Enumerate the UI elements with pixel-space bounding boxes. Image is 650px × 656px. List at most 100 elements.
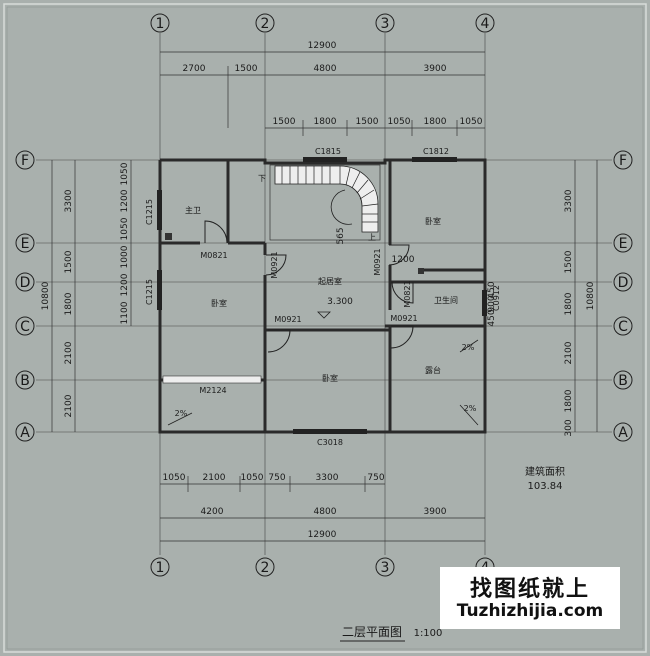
code-c0912: C0912 bbox=[492, 285, 501, 311]
dim-bot2-a: 4200 bbox=[201, 507, 224, 517]
axis-bottom-2: 2 bbox=[261, 560, 270, 576]
staircase bbox=[269, 164, 381, 241]
left-dimension-lines bbox=[51, 160, 132, 432]
axis-bubbles-left bbox=[15, 150, 35, 442]
stair-down-label: 下 bbox=[258, 174, 266, 183]
axis-top-2: 2 bbox=[261, 16, 270, 32]
axis-left-B: B bbox=[20, 373, 30, 389]
bottom-dimension-lines bbox=[160, 476, 485, 542]
axis-right-C: C bbox=[618, 319, 628, 335]
doors bbox=[204, 220, 414, 353]
dim-right-a: 3300 bbox=[564, 189, 574, 212]
watermark-banner: 找图纸就上 Tuzhizhijia.com bbox=[440, 567, 620, 629]
code-m0921-terrace: M0921 bbox=[390, 314, 417, 323]
drawing-inner-border bbox=[6, 6, 644, 650]
dim-top-2700: 2700 bbox=[183, 64, 206, 74]
dim-bot2-b: 4800 bbox=[314, 507, 337, 517]
dim-bot-total: 12900 bbox=[308, 530, 337, 540]
door-m0921-terrace bbox=[390, 325, 414, 349]
code-m0821: M0821 bbox=[200, 251, 227, 260]
dim-top3-e: 1800 bbox=[424, 117, 447, 127]
dim-right-inner-a: 450 bbox=[487, 281, 497, 298]
room-bedroom-left: 卧室 bbox=[211, 298, 227, 308]
code-m0921-right: M0921 bbox=[373, 248, 382, 275]
dim-left-inner-d: 1000 bbox=[120, 245, 130, 268]
bath-fixture-2 bbox=[418, 268, 424, 274]
right-dimension-lines bbox=[574, 160, 598, 432]
dim-bot1-f: 750 bbox=[367, 473, 384, 483]
exterior-walls bbox=[158, 158, 487, 434]
dim-bot1-b: 2100 bbox=[203, 473, 226, 483]
window-c1215-b bbox=[157, 270, 162, 310]
dim-left-total: 10800 bbox=[41, 281, 51, 310]
code-c1215-a: C1215 bbox=[145, 199, 154, 225]
dim-left-e: 2100 bbox=[64, 394, 74, 417]
slope-arrows bbox=[167, 339, 479, 426]
dim-left-c: 1800 bbox=[64, 292, 74, 315]
window-c1215-a bbox=[157, 190, 162, 230]
code-m2124: M2124 bbox=[199, 386, 226, 395]
code-m0921-left: M0921 bbox=[270, 251, 279, 278]
dim-top3-a: 1500 bbox=[273, 117, 296, 127]
door-m0921-right bbox=[388, 244, 410, 266]
dim-left-inner-a: 1050 bbox=[120, 162, 130, 185]
code-c1812: C1812 bbox=[423, 147, 449, 156]
dim-left-a: 3300 bbox=[64, 189, 74, 212]
dim-bot1-e: 3300 bbox=[316, 473, 339, 483]
watermark-line1: 找图纸就上 bbox=[469, 577, 590, 602]
axis-left-D: D bbox=[20, 275, 31, 291]
axis-bubbles-top bbox=[150, 13, 495, 33]
window-c0912 bbox=[482, 290, 487, 316]
code-c3018: C3018 bbox=[317, 438, 343, 447]
axis-bubbles-right bbox=[613, 150, 633, 442]
dim-right-inner-c: 450 bbox=[487, 309, 497, 326]
slope-1: 2% bbox=[175, 409, 188, 418]
door-m0821 bbox=[204, 220, 228, 244]
dim-left-d: 2100 bbox=[64, 341, 74, 364]
axis-right-D: D bbox=[618, 275, 629, 291]
dim-right-f: 300 bbox=[564, 419, 574, 436]
axis-right-A: A bbox=[618, 425, 628, 441]
window-c3018 bbox=[293, 429, 367, 434]
stair-up-label: 上 bbox=[368, 233, 376, 242]
dim-top-total: 12900 bbox=[308, 41, 337, 51]
dim-top3-b: 1800 bbox=[314, 117, 337, 127]
door-m0921-bottom bbox=[267, 329, 291, 353]
area-value: 103.84 bbox=[528, 481, 563, 492]
room-master-bath: 主卫 bbox=[185, 205, 201, 215]
window-c1812 bbox=[412, 157, 457, 162]
axis-bottom-3: 3 bbox=[381, 560, 390, 576]
bath-fixture bbox=[165, 233, 172, 240]
area-label: 建筑面积 bbox=[525, 465, 565, 478]
axis-bottom-1: 1 bbox=[156, 560, 165, 576]
room-bedroom-right: 卧室 bbox=[425, 216, 441, 226]
dim-top-4800: 4800 bbox=[314, 64, 337, 74]
room-terrace: 露台 bbox=[425, 365, 441, 375]
door-m0821-bath bbox=[391, 281, 414, 304]
dim-left-b: 1500 bbox=[64, 250, 74, 273]
dim-right-b: 1500 bbox=[564, 250, 574, 273]
drawing-border bbox=[3, 3, 647, 653]
dim-1200: 1200 bbox=[392, 255, 415, 265]
watermark-line2: Tuzhizhijia.com bbox=[456, 601, 604, 621]
dim-bot2-c: 3900 bbox=[424, 507, 447, 517]
sliding-door-m2124 bbox=[162, 375, 262, 384]
drawing-title: 二层平面图 bbox=[342, 625, 402, 639]
windows bbox=[157, 157, 487, 434]
top-dimension-lines bbox=[160, 51, 485, 136]
axis-right-F: F bbox=[619, 153, 627, 169]
axis-right-E: E bbox=[619, 236, 628, 252]
room-bathroom: 卫生间 bbox=[434, 295, 458, 305]
dim-bot1-d: 750 bbox=[268, 473, 285, 483]
dim-bot1-c: 1050 bbox=[241, 473, 264, 483]
dim-left-inner-f: 1100 bbox=[120, 301, 130, 324]
dim-top3-c: 1500 bbox=[356, 117, 379, 127]
slope-3: 2% bbox=[462, 343, 475, 352]
dim-right-total: 10800 bbox=[586, 281, 596, 310]
dim-left-inner-c: 1050 bbox=[120, 217, 130, 240]
code-m0821-bath: M0821 bbox=[403, 280, 412, 307]
dim-right-c: 1800 bbox=[564, 292, 574, 315]
axis-top-1: 1 bbox=[156, 16, 165, 32]
code-c1215-b: C1215 bbox=[145, 279, 154, 305]
dim-top3-d: 1050 bbox=[388, 117, 411, 127]
